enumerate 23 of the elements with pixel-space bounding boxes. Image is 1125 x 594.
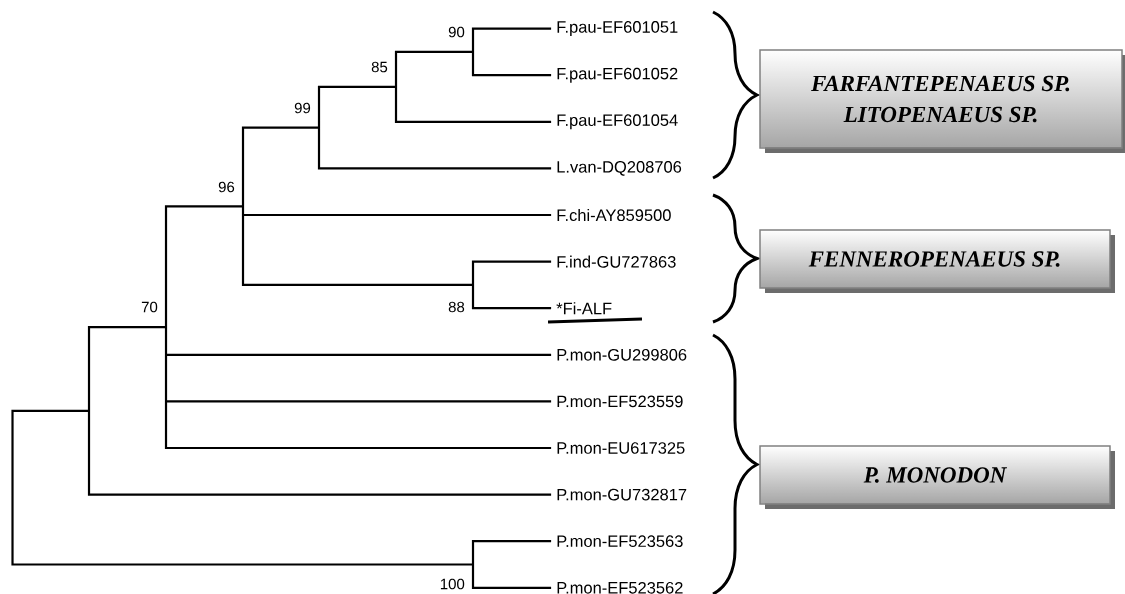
taxon-label: P.mon-EF523562 xyxy=(557,581,683,594)
bootstrap-value: 85 xyxy=(371,61,388,73)
taxon-label: P.mon-EF523559 xyxy=(557,395,683,408)
label-box: FENNEROPENAEUS SP. xyxy=(759,229,1111,289)
taxon-label: P.mon-GU299806 xyxy=(557,348,687,361)
label-box: FARFANTEPENAEUS SP. LITOPENAEUS SP. xyxy=(759,49,1123,149)
taxon-label: F.ind-GU727863 xyxy=(557,255,676,268)
taxon-label: P.mon-EU617325 xyxy=(557,442,685,454)
bootstrap-value: 96 xyxy=(218,181,235,193)
bootstrap-value: 88 xyxy=(448,301,465,313)
taxon-label: F.chi-AY859500 xyxy=(557,208,671,222)
taxon-label: *Fi-ALF xyxy=(556,302,612,315)
taxon-label: F.pau-EF601052 xyxy=(557,67,678,83)
taxon-label: L.van-DQ208706 xyxy=(557,161,682,176)
taxon-label: P.mon-GU732817 xyxy=(557,488,687,501)
bootstrap-value: 70 xyxy=(141,301,158,313)
bootstrap-value: 100 xyxy=(440,578,465,590)
bootstrap-value: 99 xyxy=(294,102,311,114)
taxon-label: F.pau-EF601051 xyxy=(557,21,678,37)
label-box: P. MONODON xyxy=(759,445,1111,505)
bootstrap-value: 90 xyxy=(448,26,465,38)
taxon-label: F.pau-EF601054 xyxy=(557,114,678,130)
taxon-label: P.mon-EF523563 xyxy=(557,535,683,548)
